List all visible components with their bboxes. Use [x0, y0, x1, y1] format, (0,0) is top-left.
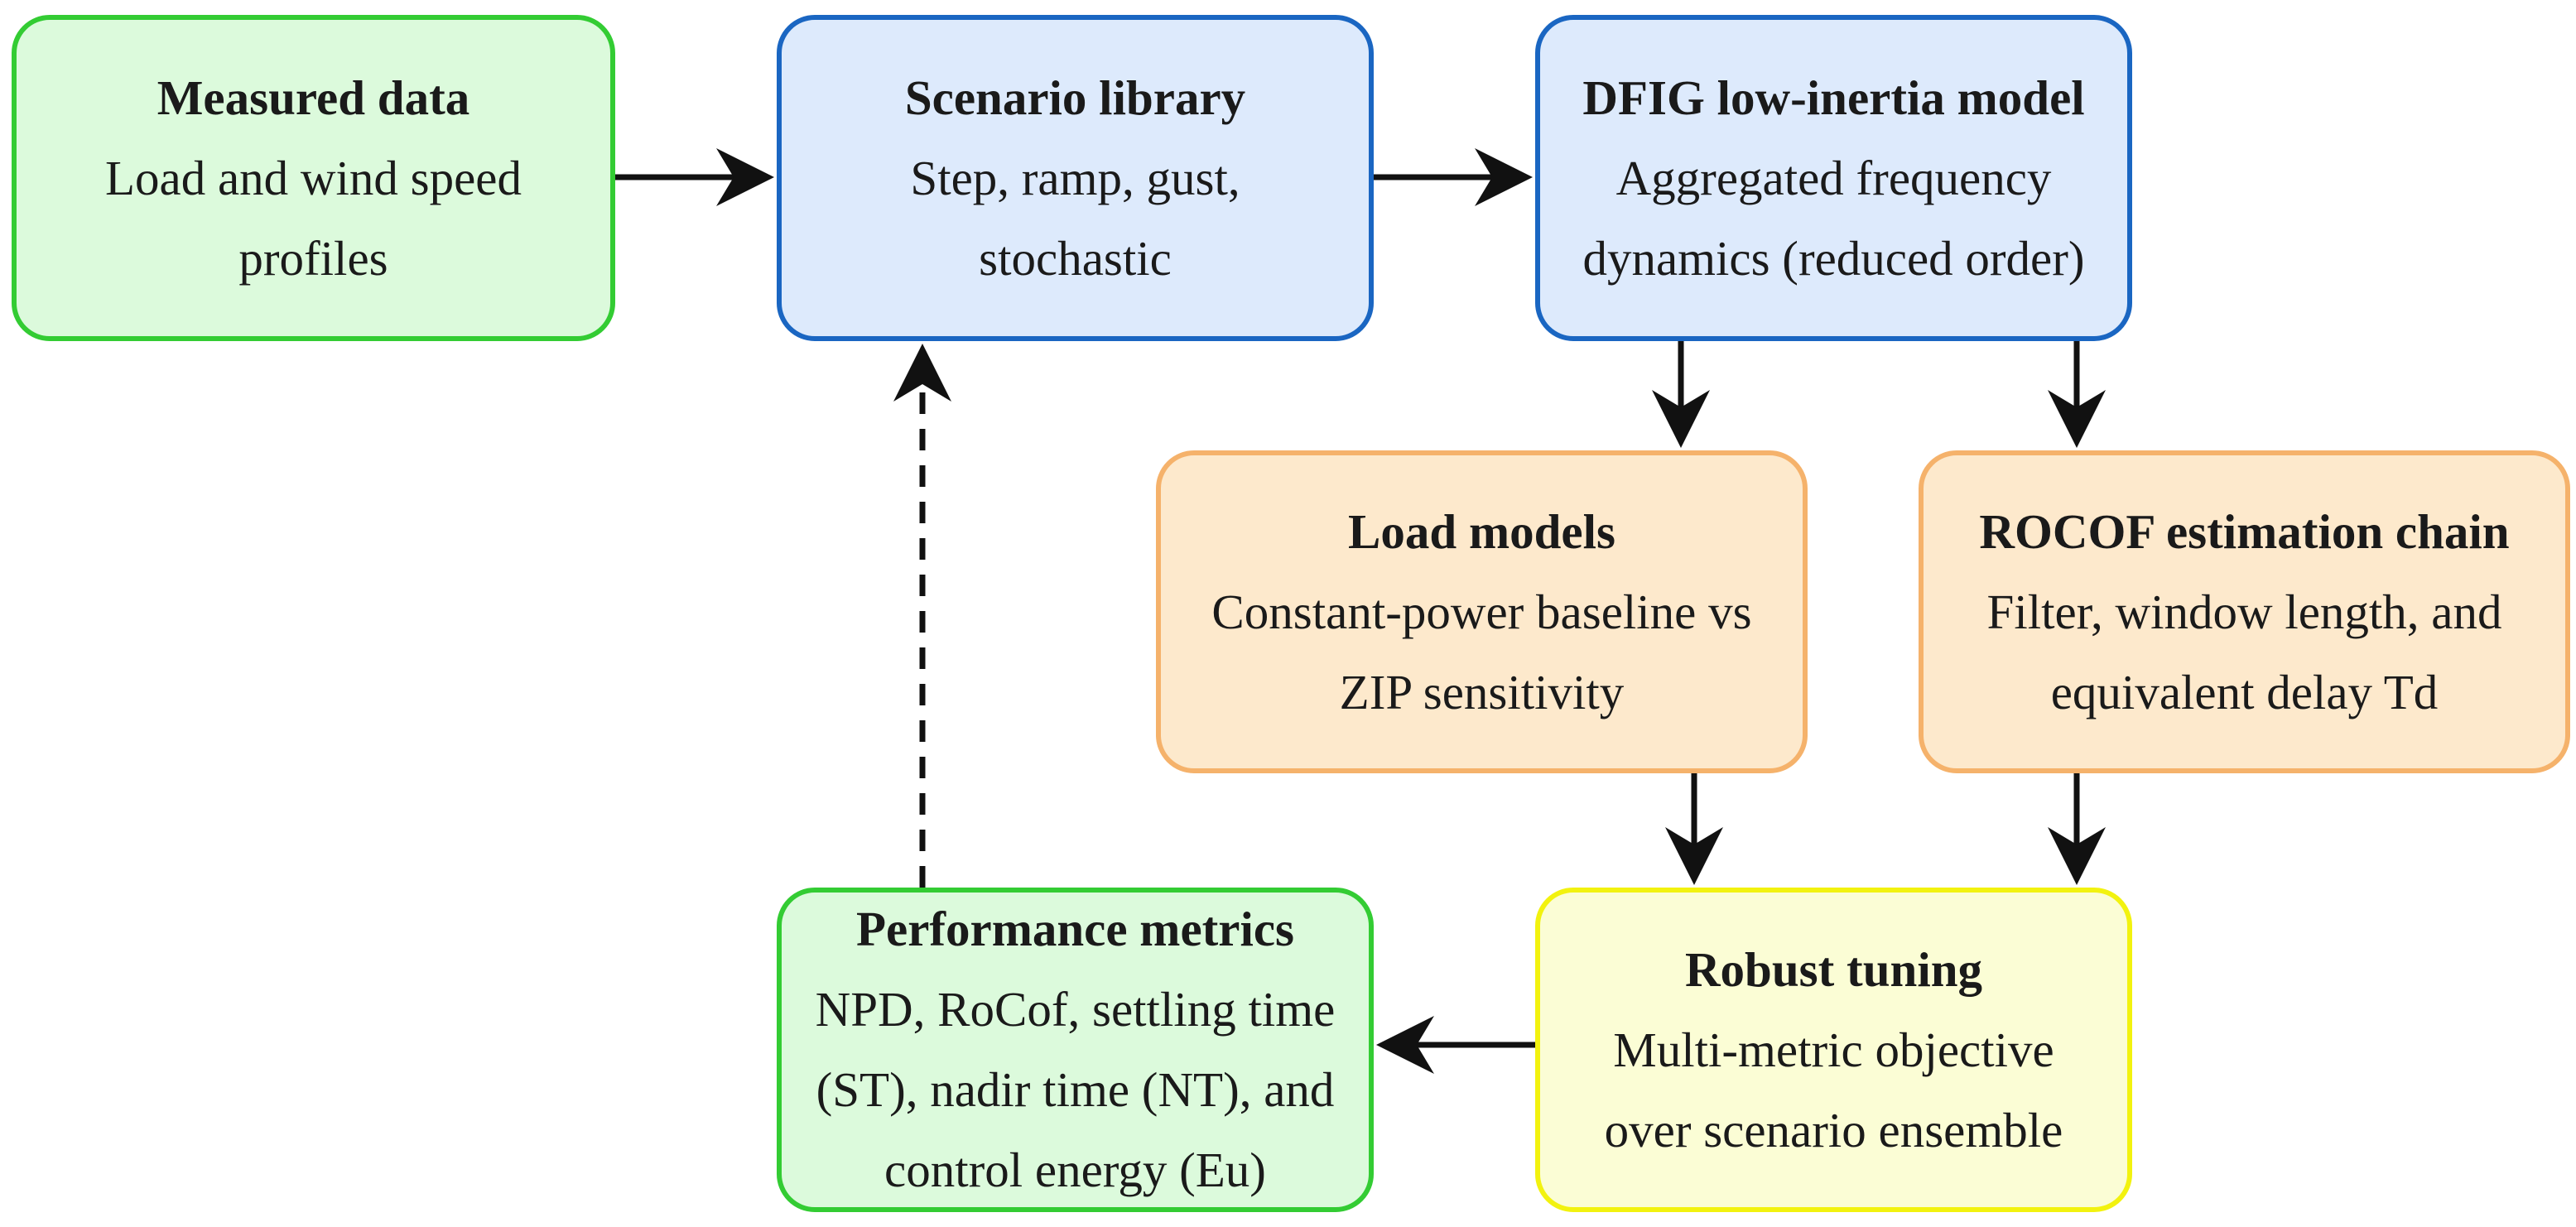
node-performance-metrics: Performance metrics NPD, RoCof, settling…	[777, 888, 1374, 1212]
node-measured-data: Measured data Load and wind speed profil…	[12, 15, 615, 341]
node-robust-tuning: Robust tuning Multi-metric objective ove…	[1535, 888, 2132, 1212]
node-line: stochastic	[979, 230, 1172, 286]
node-title: Scenario library	[904, 70, 1246, 125]
node-title: Performance metrics	[855, 902, 1295, 956]
node-title: ROCOF estimation chain	[1979, 503, 2510, 559]
node-line: Constant-power baseline vs	[1211, 584, 1752, 639]
node-line: equivalent delay Td	[2050, 664, 2439, 719]
node-line: dynamics (reduced order)	[1582, 230, 2085, 286]
node-line: profiles	[238, 230, 388, 286]
node-dfig-model: DFIG low-inertia model Aggregated freque…	[1535, 15, 2132, 341]
node-line: Multi-metric objective	[1613, 1022, 2054, 1077]
node-line: Filter, window length, and	[1986, 584, 2502, 639]
node-line: (ST), nadir time (NT), and	[816, 1062, 1335, 1117]
node-line: control energy (Eu)	[884, 1143, 1266, 1197]
node-title: Measured data	[156, 70, 470, 125]
node-line: Load and wind speed	[105, 150, 522, 205]
node-load-models: Load models Constant-power baseline vs Z…	[1156, 450, 1808, 773]
node-line: Step, ramp, gust,	[910, 150, 1240, 205]
node-scenario-library: Scenario library Step, ramp, gust, stoch…	[777, 15, 1374, 341]
node-title: Robust tuning	[1684, 941, 1983, 997]
node-title: DFIG low-inertia model	[1582, 70, 2085, 125]
node-line: over scenario ensemble	[1604, 1102, 2063, 1157]
node-line: NPD, RoCof, settling time	[815, 982, 1336, 1037]
node-rocof-estimation-chain: ROCOF estimation chain Filter, window le…	[1919, 450, 2570, 773]
node-line: Aggregated frequency	[1615, 150, 2052, 205]
node-line: ZIP sensitivity	[1339, 664, 1625, 719]
node-title: Load models	[1348, 503, 1615, 559]
